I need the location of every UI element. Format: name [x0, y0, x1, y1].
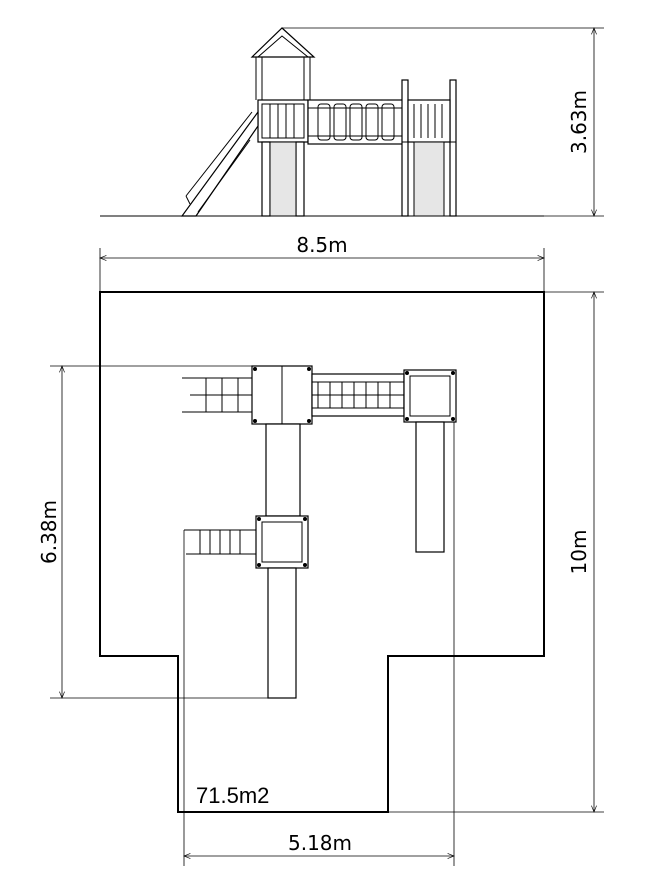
plan-view [99, 291, 545, 813]
elevation-view [100, 27, 544, 217]
right-tower [401, 79, 457, 217]
plan-bridge [311, 373, 405, 417]
dim-depth-left: 6.38m [37, 366, 268, 698]
bridge [307, 99, 407, 145]
plan-tower-lower [255, 515, 309, 569]
dim-depth-right-label: 10m [567, 530, 591, 575]
plan-ladder-top-left [182, 377, 252, 413]
left-tower [257, 99, 309, 217]
dim-width-bottom: 5.18m [184, 422, 454, 866]
dim-height-label: 3.63m [567, 90, 591, 154]
plan-tower-left [251, 365, 313, 425]
dim-width-top-label: 8.5m [296, 233, 347, 257]
tower-roof [250, 27, 316, 100]
safety-area-outline [99, 291, 545, 813]
plan-slide-lower [267, 567, 297, 699]
plan-tunnel [265, 423, 301, 517]
plan-tower-right [403, 369, 457, 423]
dim-depth-left-label: 6.38m [37, 500, 61, 564]
plan-ladder-lower [184, 529, 256, 555]
dim-depth-right: 10m [388, 292, 604, 812]
dim-width-bottom-label: 5.18m [288, 831, 352, 855]
dim-width-top: 8.5m [100, 233, 544, 292]
plan-slide-right [415, 421, 445, 553]
slide-elevation [180, 110, 259, 217]
area-label: 71.5m2 [196, 783, 269, 808]
dim-height: 3.63m [282, 28, 604, 216]
